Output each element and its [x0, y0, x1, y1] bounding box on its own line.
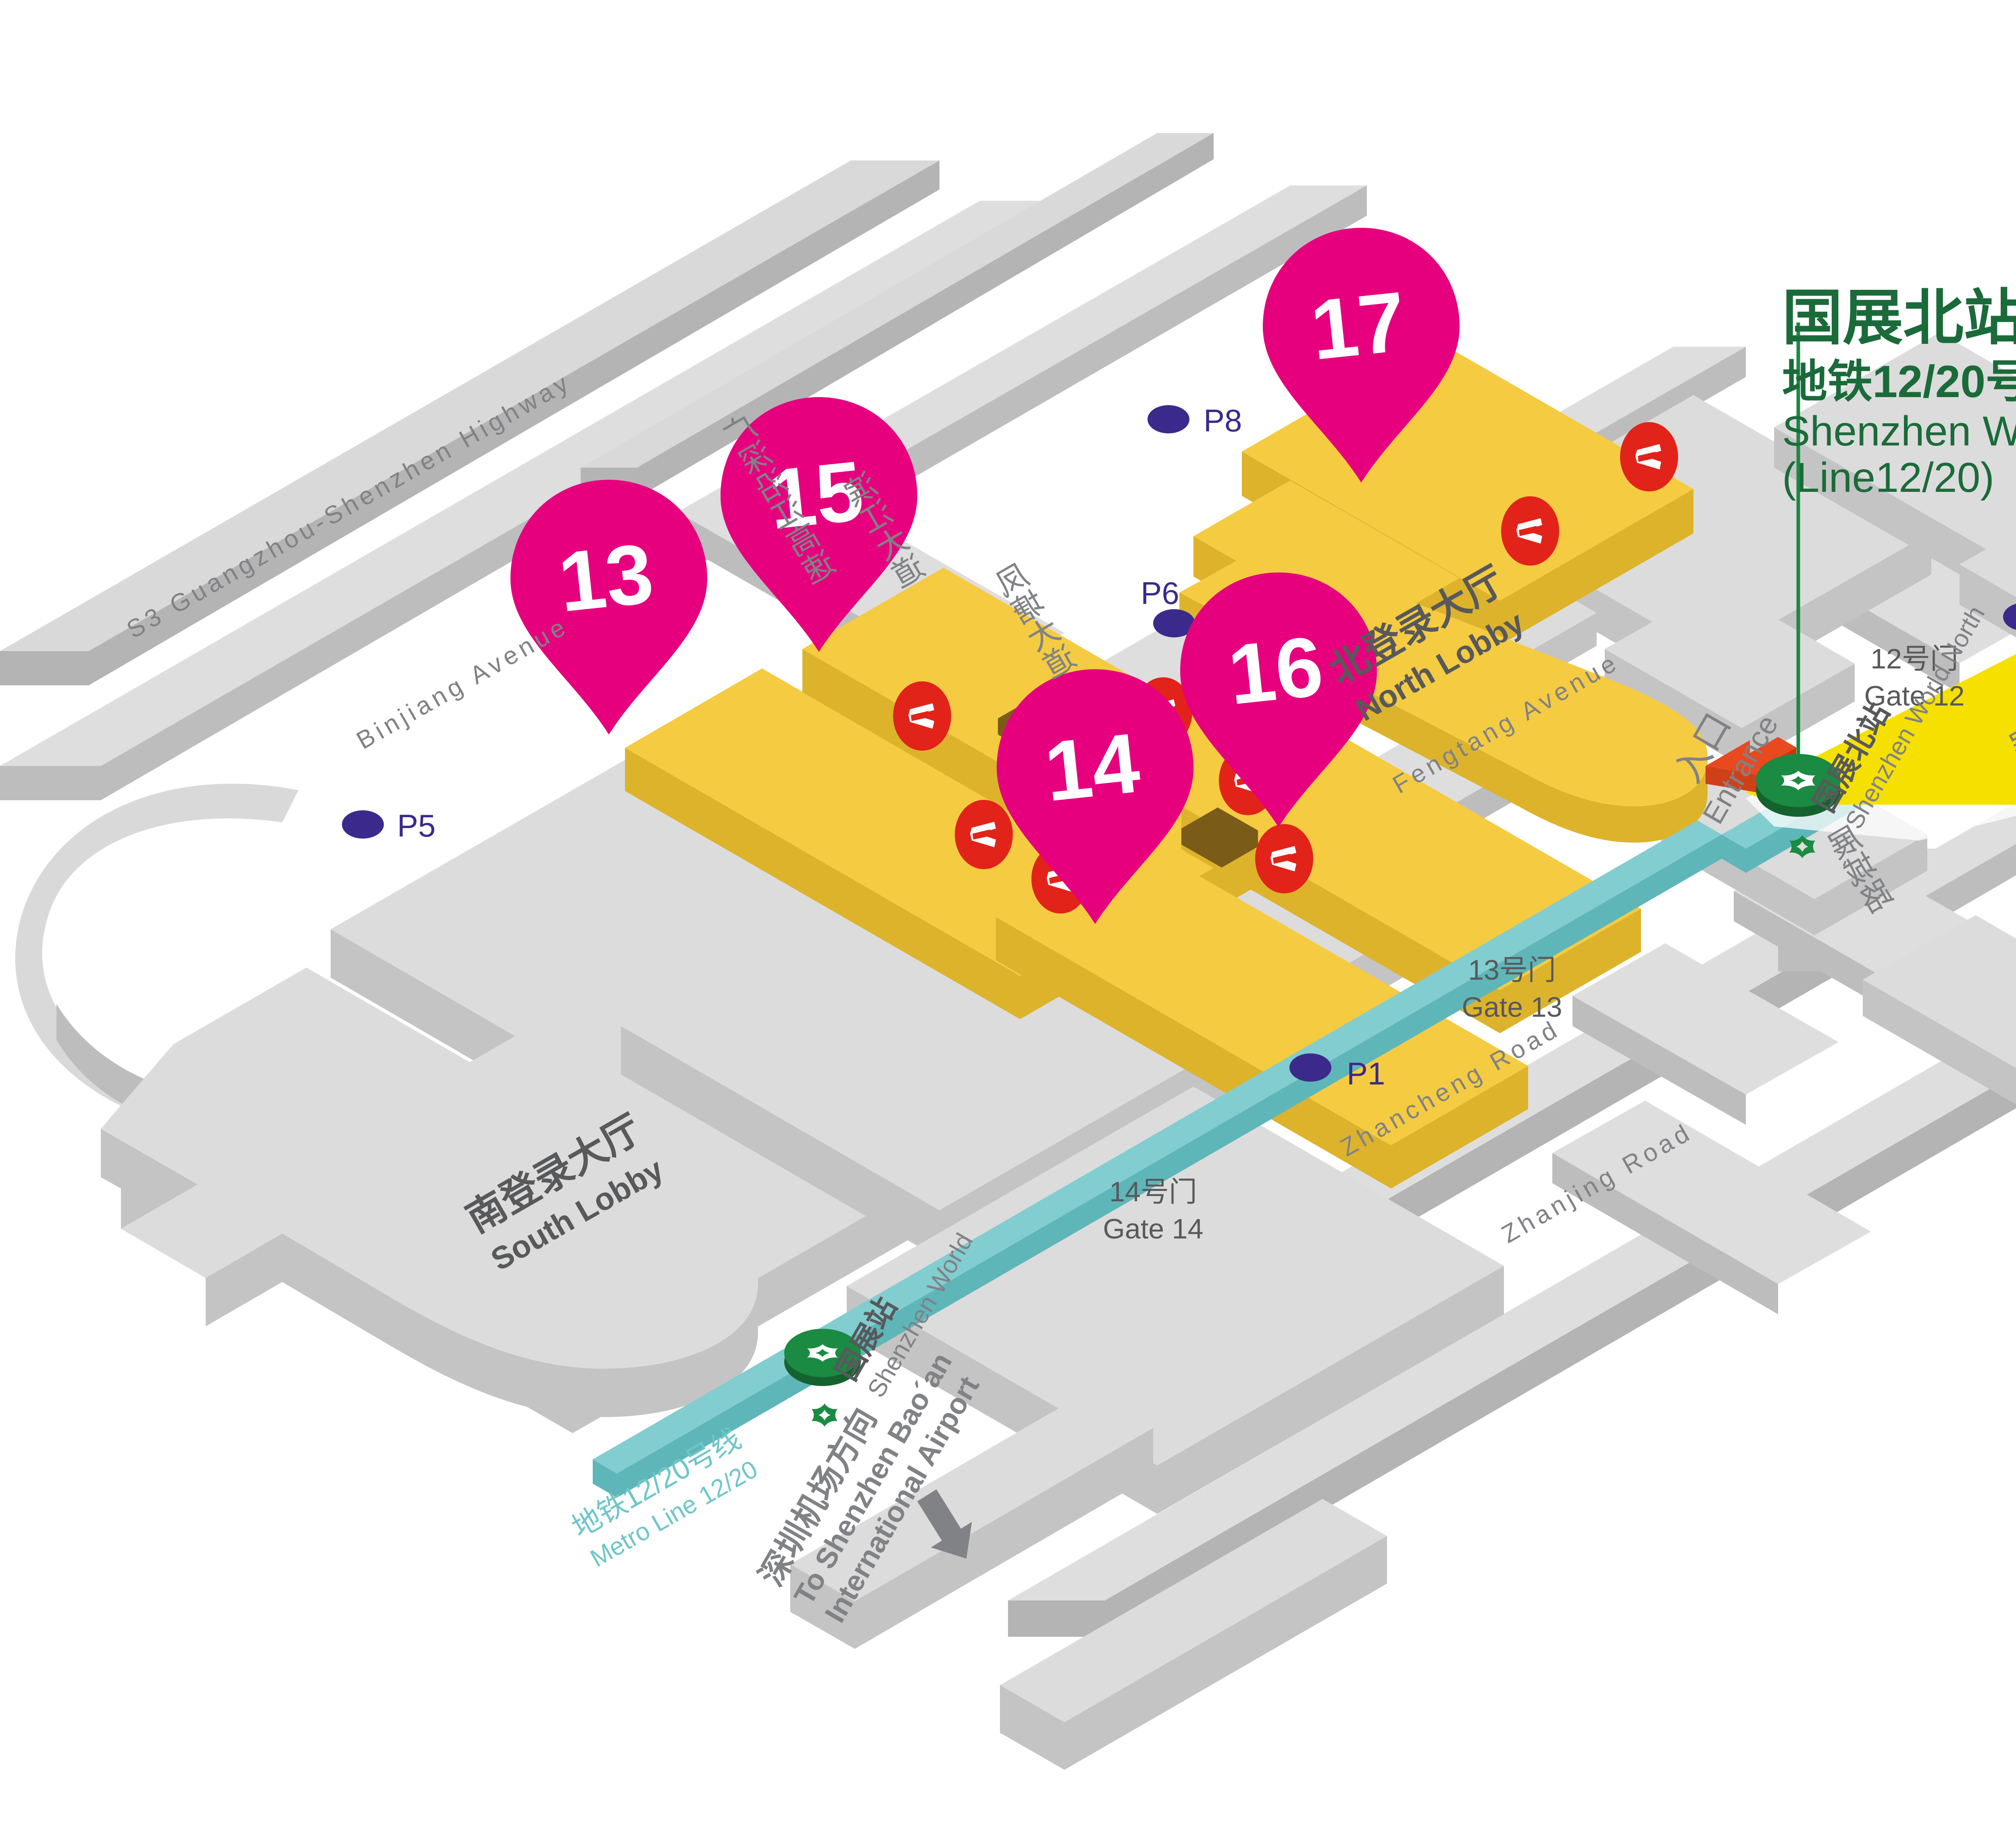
station-marker-shenzhen-world[interactable] — [784, 1329, 861, 1386]
pin-14[interactable]: 14 — [997, 669, 1193, 924]
entrance-arrow-icon — [1706, 737, 1796, 794]
svg-text:13号门: 13号门 — [1468, 954, 1556, 986]
building-gray-ne-6 — [1863, 915, 2016, 1105]
gate-label-12: 12号门 Gate 12 — [1864, 643, 1964, 712]
szw-badge-1[interactable] — [893, 681, 951, 751]
parking-label-p1: P1 — [1347, 1056, 1385, 1091]
svg-text:Gate 14: Gate 14 — [1103, 1213, 1203, 1245]
road-cross-grid-c — [1572, 943, 1839, 1125]
station-marker-shenzhen-world-north[interactable] — [1756, 754, 1841, 817]
gate-label-14: 14号门 Gate 14 — [1103, 1176, 1203, 1245]
callout-name-en: Shenzhen World North — [1782, 408, 2016, 455]
pin-16[interactable]: 16 — [1180, 572, 1377, 827]
building-south-lobby — [101, 968, 758, 1417]
svg-text:Gate 13: Gate 13 — [1462, 991, 1562, 1023]
hall-14 — [996, 838, 1528, 1188]
parking-dot-p8[interactable] — [1148, 405, 1189, 433]
szw-badge-8[interactable] — [1620, 422, 1678, 491]
callout-line-cn: 地铁12/20号线 — [1782, 356, 2016, 407]
pin-13-label: 13 — [554, 526, 658, 630]
gate-label-13: 13号门 Gate 13 — [1462, 954, 1562, 1023]
building-gray-bottom-1 — [790, 1391, 1153, 1649]
parking-dot-p6[interactable] — [1153, 609, 1195, 637]
road-cross-grid-d — [1552, 1101, 1871, 1314]
pin-17-label: 17 — [1306, 274, 1410, 378]
building-gray-bottom-2 — [1000, 1499, 1387, 1770]
parking-label-p5: P5 — [397, 808, 435, 843]
pin-15[interactable]: 15 — [721, 397, 917, 652]
parking-dot-p5[interactable] — [342, 810, 384, 839]
svg-text:14号门: 14号门 — [1109, 1176, 1197, 1207]
building-gray-ne-3 — [1960, 532, 2016, 637]
pin-17[interactable]: 17 — [1263, 228, 1460, 483]
pin-15-label: 15 — [764, 443, 868, 547]
parking-label-p8: P8 — [1204, 403, 1242, 438]
callout-line-en: (Line12/20) — [1782, 454, 1994, 501]
szw-badge-7[interactable] — [1501, 496, 1559, 566]
parking-dot-p1[interactable] — [1289, 1053, 1331, 1082]
svg-text:12号门: 12号门 — [1870, 643, 1958, 674]
svg-text:Gate 12: Gate 12 — [1864, 680, 1964, 712]
station-callout-shenzhen-world-north: 国展北站 地铁12/20号线 Shenzhen World North (Lin… — [1782, 284, 2016, 501]
callout-name-cn: 国展北站 — [1782, 284, 2016, 352]
pin-13[interactable]: 13 — [510, 480, 707, 735]
pin-16-label: 16 — [1224, 618, 1327, 722]
szw-badge-6[interactable] — [1255, 824, 1313, 893]
pin-14-label: 14 — [1040, 715, 1144, 819]
road-s3-highway — [0, 160, 939, 685]
parking-dot-p9[interactable] — [2003, 603, 2016, 631]
parking-label-p6: P6 — [1141, 575, 1179, 611]
metro-line-12-20 — [593, 820, 1722, 1498]
szw-badge-2[interactable] — [955, 800, 1013, 869]
